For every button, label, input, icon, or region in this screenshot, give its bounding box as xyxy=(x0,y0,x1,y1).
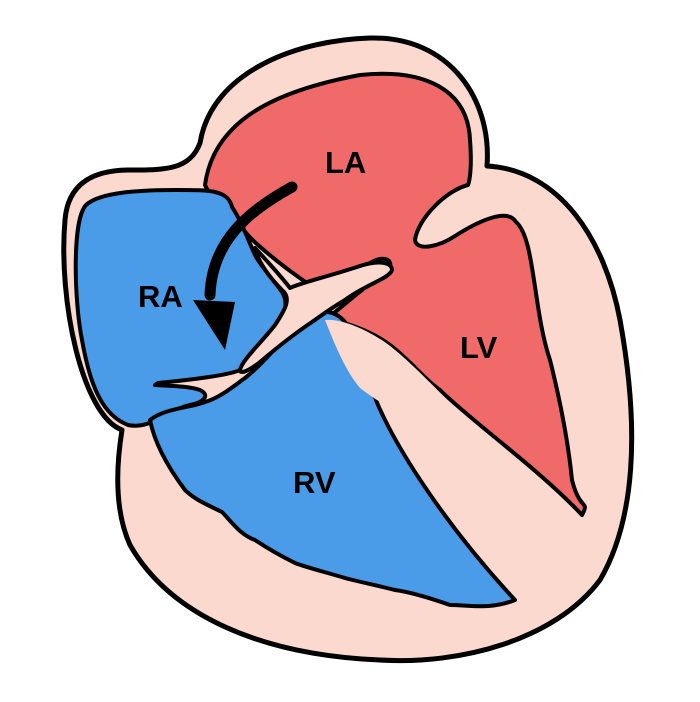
atrial-septum xyxy=(238,246,394,374)
label-rv: RV xyxy=(293,465,336,500)
label-la: LA xyxy=(325,145,366,180)
label-ra: RA xyxy=(138,279,183,314)
interventricular-septum xyxy=(325,319,582,532)
right-atrium-chamber xyxy=(73,188,288,428)
flow-arrow-head xyxy=(193,300,235,350)
label-lv: LV xyxy=(460,330,498,365)
flow-arrow-shaft xyxy=(204,181,298,301)
